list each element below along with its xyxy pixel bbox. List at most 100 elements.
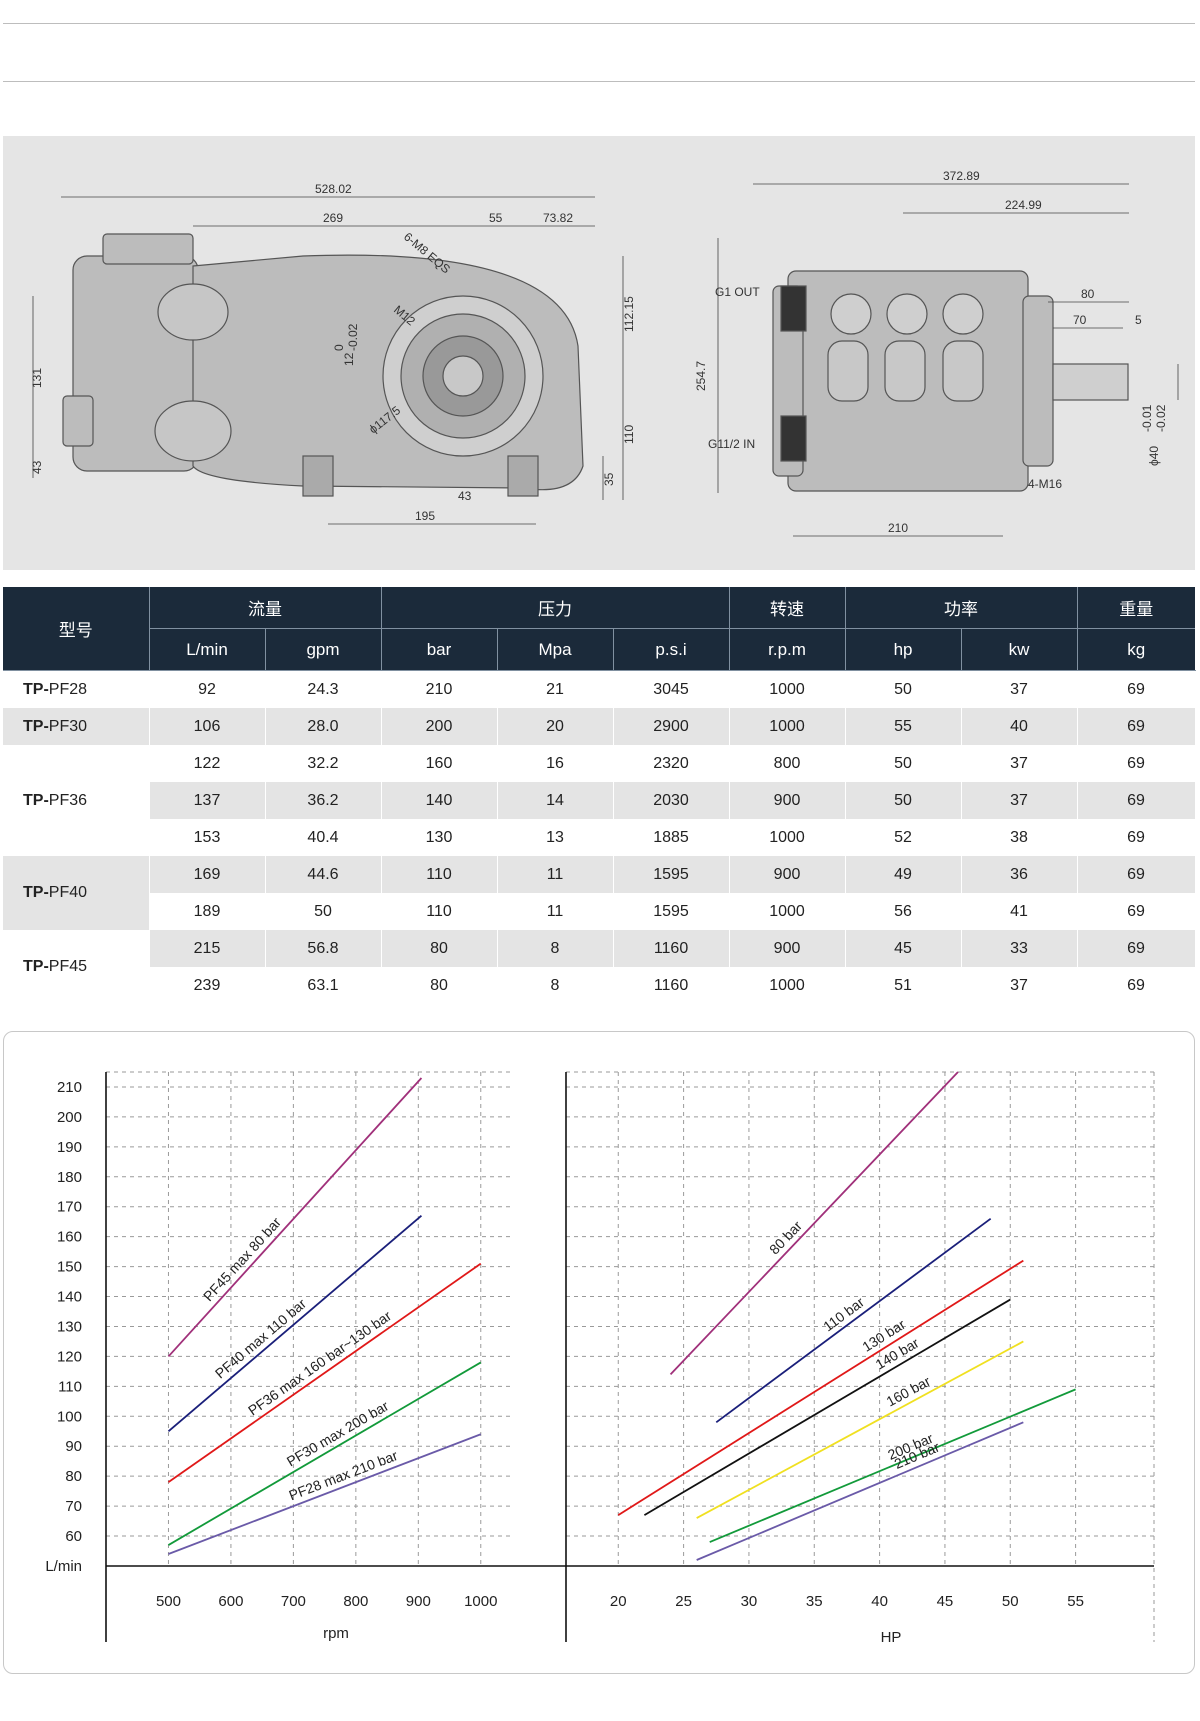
- table-cell: 1000: [729, 670, 846, 708]
- table-cell: 2900: [613, 708, 730, 745]
- table-cell: 1595: [613, 893, 730, 930]
- table-cell: 900: [729, 782, 846, 819]
- table-cell: 800: [729, 745, 846, 782]
- table-cell: 24.3: [265, 670, 382, 708]
- table-cell: 37: [961, 782, 1078, 819]
- table-cell: 33: [961, 930, 1078, 967]
- table-cell: 210: [381, 670, 498, 708]
- top-rule-1: [3, 23, 1195, 24]
- rpm-axis-label: rpm: [323, 1625, 349, 1642]
- table-cell: 63.1: [265, 967, 382, 1004]
- dim-43-bottom: 43: [458, 489, 472, 503]
- table-cell: 3045: [613, 670, 730, 708]
- model-prefix: TP-: [23, 791, 49, 809]
- model-name: PF40: [48, 884, 88, 901]
- y-tick-label: 190: [57, 1139, 82, 1156]
- table-cell: 13: [497, 819, 614, 856]
- rpm-x-tick-label: 700: [281, 1593, 306, 1610]
- y-tick-label: 130: [57, 1318, 82, 1335]
- hp-series-line: [669, 1071, 959, 1376]
- hp-series-line: [643, 1298, 1011, 1516]
- table-cell: 28.0: [265, 708, 382, 745]
- hp-series-label: 80 bar: [766, 1217, 805, 1257]
- y-tick-label: 180: [57, 1169, 82, 1186]
- rpm-x-tick-label: 600: [218, 1593, 243, 1610]
- y-tick-label: 170: [57, 1199, 82, 1216]
- table-cell: 1000: [729, 967, 846, 1004]
- spec-table: 型号 流量 压力 转速 功率 重量 L/min gpm bar Mpa p.s.…: [3, 587, 1196, 1004]
- table-cell: 900: [729, 856, 846, 893]
- table-header-row: 型号 流量 压力 转速 功率 重量: [3, 587, 1196, 671]
- rpm-x-tick-label: 900: [406, 1593, 431, 1610]
- table-cell: 140: [381, 782, 498, 819]
- table-cell: 2030: [613, 782, 730, 819]
- table-cell: 56: [845, 893, 962, 930]
- rpm-series-label: PF40 max 110 bar: [212, 1295, 310, 1381]
- hp-x-tick-label: 50: [1002, 1593, 1019, 1610]
- top-rule-2: [3, 81, 1195, 82]
- dim-224: 224.99: [1005, 198, 1042, 212]
- hp-x-tick-label: 55: [1067, 1593, 1084, 1610]
- label-g1-in: G11/2 IN: [708, 437, 755, 451]
- hp-x-tick-label: 20: [610, 1593, 627, 1610]
- hp-series-line: [709, 1388, 1076, 1543]
- table-cell: 55: [845, 708, 962, 745]
- hp-series-line: [617, 1259, 1024, 1516]
- model-cell: TP-PF30: [3, 708, 150, 745]
- model-cell: TP-PF36: [3, 745, 150, 856]
- rpm-series-line: [168, 1361, 482, 1546]
- table-units-row: L/min gpm bar Mpa p.s.i r.p.m hp kw kg: [3, 628, 1196, 671]
- y-tick-label: 80: [65, 1468, 82, 1485]
- table-cell: 169: [149, 856, 266, 893]
- table-cell: 20: [497, 708, 614, 745]
- table-cell: 80: [381, 930, 498, 967]
- dim-131: 131: [30, 368, 44, 388]
- table-cell: 80: [381, 967, 498, 1004]
- hp-x-tick-label: 35: [806, 1593, 823, 1610]
- y-tick-label: 150: [57, 1259, 82, 1276]
- table-cell: 50: [845, 745, 962, 782]
- table-cell: 16: [497, 745, 614, 782]
- y-tick-label: 160: [57, 1229, 82, 1246]
- table-cell: 40.4: [265, 819, 382, 856]
- table-cell: 38: [961, 819, 1078, 856]
- dim-80: 80: [1081, 287, 1095, 301]
- table-cell: 1595: [613, 856, 730, 893]
- dim-55: 55: [489, 211, 503, 225]
- table-cell: 11: [497, 856, 614, 893]
- rpm-series-line: [167, 1262, 482, 1483]
- table-cell: 11: [497, 893, 614, 930]
- rpm-x-tick-label: 1000: [464, 1593, 497, 1610]
- table-cell: 50: [845, 670, 962, 708]
- hp-series-line: [696, 1340, 1024, 1519]
- table-cell: 36: [961, 856, 1078, 893]
- table-cell: 44.6: [265, 856, 382, 893]
- table-cell: 110: [381, 856, 498, 893]
- dim-70: 70: [1073, 313, 1087, 327]
- header-flow: 流量: [149, 587, 382, 629]
- hp-x-tick-label: 45: [937, 1593, 954, 1610]
- table-cell: 8: [497, 967, 614, 1004]
- model-prefix: TP-: [23, 958, 49, 975]
- y-tick-label: 200: [57, 1109, 82, 1126]
- table-cell: 69: [1077, 745, 1196, 782]
- rpm-series-line: [167, 1077, 423, 1358]
- y-tick-label: 120: [57, 1348, 82, 1365]
- table-cell: 49: [845, 856, 962, 893]
- hp-axis-label: HP: [881, 1629, 902, 1646]
- table-cell: 50: [265, 893, 382, 930]
- dim-phi40-tol-upper: -0.01: [1140, 404, 1154, 432]
- pump-side-view: [62, 233, 584, 497]
- table-cell: 51: [845, 967, 962, 1004]
- table-cell: 14: [497, 782, 614, 819]
- table-cell: 200: [381, 708, 498, 745]
- model-prefix: TP-: [23, 884, 49, 901]
- table-cell: 92: [149, 670, 266, 708]
- unit-kw: kw: [961, 628, 1078, 671]
- header-speed: 转速: [729, 587, 846, 629]
